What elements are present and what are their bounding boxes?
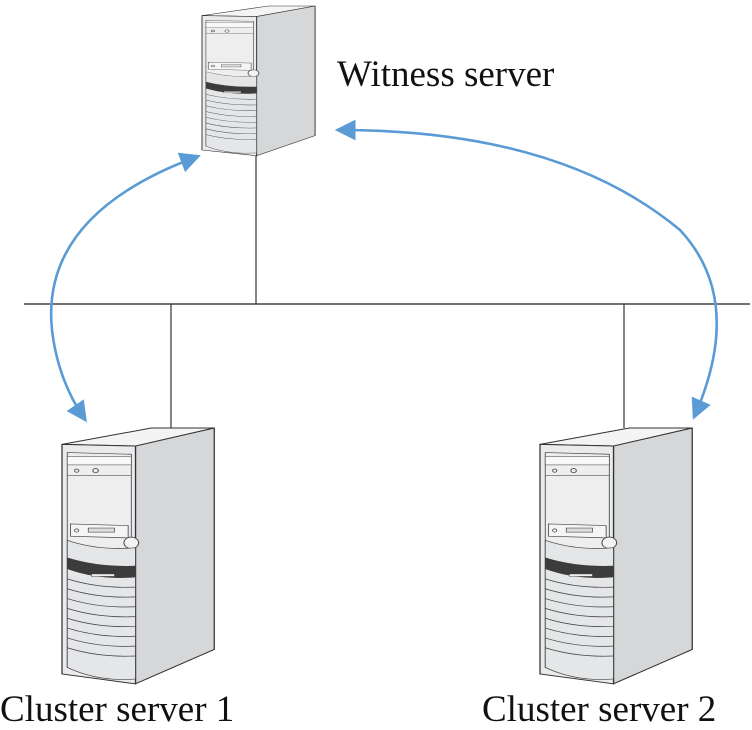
- witness-server-label: Witness server: [337, 54, 555, 95]
- cluster-server-2-icon[interactable]: [539, 427, 693, 685]
- cluster-server-1-icon[interactable]: [61, 427, 215, 685]
- witness-cluster1-arrow: [49, 152, 201, 423]
- cluster-server-1-label: Cluster server 1: [0, 689, 235, 730]
- witness-server-icon[interactable]: [201, 5, 316, 157]
- cluster-server-2-label: Cluster server 2: [482, 689, 717, 730]
- witness-cluster2-arrow: [334, 119, 718, 420]
